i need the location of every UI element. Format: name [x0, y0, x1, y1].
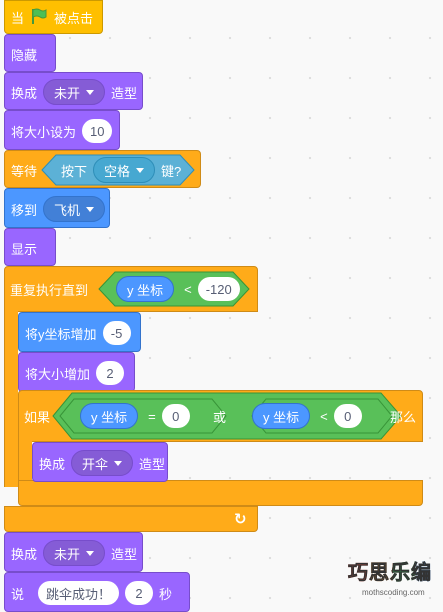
hat-suffix: 被点击	[54, 10, 94, 26]
switch-costume-suffix: 造型	[139, 456, 166, 472]
y-change-input[interactable]: -5	[102, 321, 131, 345]
hide-block[interactable]: 隐藏	[4, 34, 56, 72]
limit-input[interactable]: -120	[197, 277, 240, 301]
wait-until-block[interactable]: 等待 按下 空格 键?	[4, 150, 201, 188]
less-than-value-input[interactable]: 0	[333, 404, 362, 428]
chevron-down-icon	[114, 460, 123, 466]
switch-costume-label: 换成	[39, 456, 66, 472]
key-dropdown-value: 空格	[104, 163, 131, 179]
change-y-label: 将y坐标增加	[25, 326, 97, 342]
key-pressed-label: 按下	[61, 163, 88, 179]
chevron-down-icon	[86, 550, 95, 556]
chevron-down-icon	[136, 167, 145, 173]
hat-label: 当	[11, 10, 25, 26]
green-flag-icon	[30, 7, 48, 28]
costume-dropdown-value: 开伞	[82, 456, 109, 472]
equals-operator: =	[148, 408, 156, 424]
change-size-block[interactable]: 将大小增加 2	[18, 352, 135, 392]
logo-text: 巧思乐编	[348, 556, 438, 585]
seconds-suffix: 秒	[159, 586, 173, 602]
chevron-down-icon	[86, 89, 95, 95]
less-than-operator: <	[184, 281, 192, 297]
less-than-operator: <	[320, 408, 328, 424]
or-label: 或	[213, 409, 227, 425]
size-input[interactable]: 10	[82, 119, 113, 143]
switch-costume-label: 换成	[11, 85, 38, 101]
set-size-label: 将大小设为	[11, 124, 77, 140]
key-dropdown[interactable]: 空格	[93, 157, 156, 183]
seconds-input[interactable]: 2	[125, 581, 154, 605]
go-to-label: 移到	[11, 202, 38, 218]
size-change-input[interactable]: 2	[96, 361, 125, 385]
say-label: 说	[11, 586, 25, 602]
change-size-label: 将大小增加	[25, 366, 91, 382]
change-y-block[interactable]: 将y坐标增加 -5	[18, 312, 141, 352]
switch-costume-suffix: 造型	[111, 85, 138, 101]
costume-dropdown-value: 未开	[54, 85, 81, 101]
target-dropdown[interactable]: 飞机	[43, 196, 106, 222]
go-to-block[interactable]: 移到 飞机	[4, 188, 110, 228]
switch-costume-block[interactable]: 换成 开伞 造型	[32, 442, 168, 482]
y-position-reporter[interactable]: y 坐标	[80, 403, 139, 429]
message-input[interactable]: 跳伞成功！	[38, 581, 120, 605]
if-label: 如果	[24, 409, 51, 425]
chevron-down-icon	[86, 206, 95, 212]
switch-costume-label: 换成	[11, 546, 38, 562]
loop-arrow-icon: ↻	[234, 511, 247, 528]
hide-label: 隐藏	[11, 47, 38, 63]
y-position-reporter[interactable]: y 坐标	[116, 276, 175, 302]
logo-site: mothscoding.com	[362, 588, 425, 597]
then-label: 那么	[390, 409, 417, 425]
say-for-secs-block[interactable]: 说 跳伞成功！ 2 秒	[4, 572, 190, 612]
repeat-until-block[interactable]: 重复执行直到 y 坐标 < -120 ↻	[4, 266, 258, 532]
costume-dropdown[interactable]: 开伞	[71, 450, 134, 476]
switch-costume-block[interactable]: 换成 未开 造型	[4, 72, 143, 110]
repeat-until-label: 重复执行直到	[10, 282, 89, 298]
watermark-logo: 巧思乐编 mothscoding.com	[348, 556, 438, 604]
switch-costume-block[interactable]: 换成 未开 造型	[4, 532, 143, 572]
switch-costume-suffix: 造型	[111, 546, 138, 562]
set-size-block[interactable]: 将大小设为 10	[4, 110, 120, 150]
target-dropdown-value: 飞机	[54, 202, 81, 218]
y-position-reporter[interactable]: y 坐标	[252, 403, 311, 429]
costume-dropdown[interactable]: 未开	[43, 540, 106, 566]
when-flag-clicked-block[interactable]: 当 被点击	[4, 0, 103, 34]
equals-value-input[interactable]: 0	[161, 404, 190, 428]
show-block[interactable]: 显示	[4, 228, 56, 266]
costume-dropdown[interactable]: 未开	[43, 79, 106, 105]
wait-until-label: 等待	[11, 163, 38, 179]
if-then-block[interactable]: 如果 y 坐标 = 0 或 y 坐标 < 0 那么	[18, 390, 423, 506]
key-pressed-suffix: 键?	[161, 163, 182, 179]
costume-dropdown-value: 未开	[54, 546, 81, 562]
show-label: 显示	[11, 241, 38, 257]
